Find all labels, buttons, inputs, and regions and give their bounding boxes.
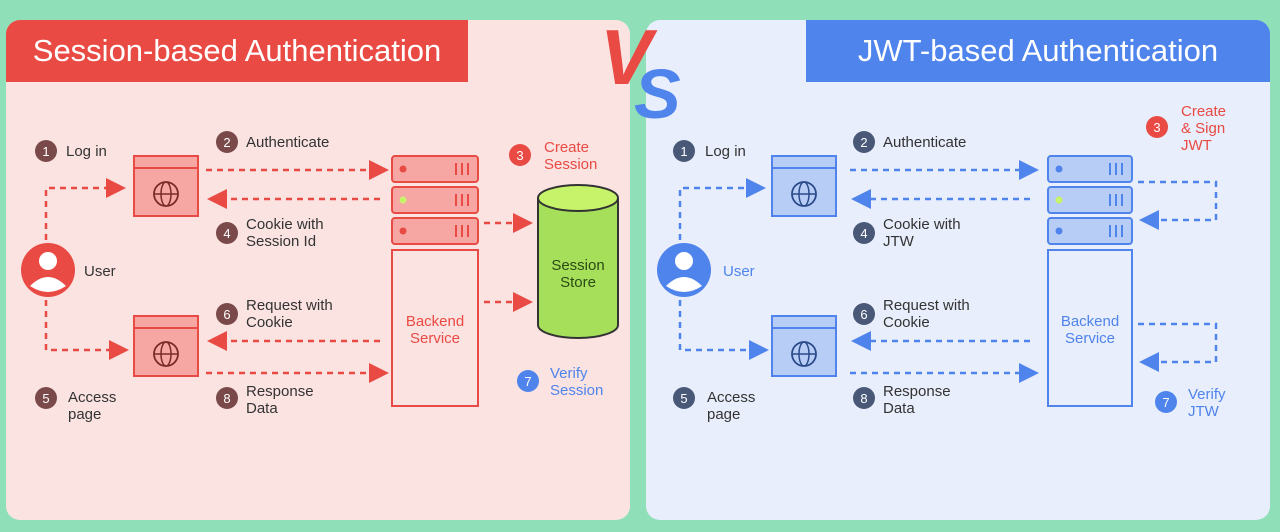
svg-text:Authenticate: Authenticate (246, 134, 329, 151)
svg-text:Cookie: Cookie (883, 314, 930, 331)
svg-text:8: 8 (860, 391, 867, 406)
svg-text:Cookie: Cookie (246, 314, 293, 331)
step-5: 5 Access page (35, 387, 116, 423)
svg-text:Access: Access (707, 389, 755, 406)
svg-text:6: 6 (860, 307, 867, 322)
svg-text:Session: Session (544, 156, 597, 173)
svg-text:4: 4 (860, 226, 867, 241)
session-store-cylinder (537, 184, 619, 339)
step-1: 1 Log in (673, 140, 746, 162)
jwt-diagram: User (657, 103, 1226, 423)
user-label: User (84, 263, 116, 280)
user-icon (657, 243, 711, 297)
svg-text:Create: Create (1181, 103, 1226, 120)
vs-s-letter: S (634, 55, 681, 133)
server-stack (391, 155, 479, 245)
svg-text:page: page (68, 406, 101, 423)
svg-text:Response: Response (883, 383, 951, 400)
step-3: 3 Create & Sign JWT (1146, 103, 1226, 154)
session-diagram: User (21, 131, 619, 423)
user-login-arrow (44, 178, 126, 240)
create-sign-loop-arrow (1138, 180, 1218, 230)
step-3: 3 Create Session (509, 139, 597, 173)
backend-label-1: Backend (406, 313, 464, 330)
svg-text:3: 3 (516, 148, 523, 163)
backend-label-1: Backend (1061, 313, 1119, 330)
svg-text:Session Id: Session Id (246, 233, 316, 250)
user-access-arrow (678, 300, 769, 360)
svg-text:Access: Access (68, 389, 116, 406)
browser-window-top (133, 155, 199, 217)
svg-text:7: 7 (524, 374, 531, 389)
server-stack (1047, 155, 1133, 245)
svg-text:Data: Data (246, 400, 278, 417)
vs-logo: V S (600, 13, 700, 133)
svg-text:Create: Create (544, 139, 589, 156)
svg-text:3: 3 (1153, 120, 1160, 135)
session-panel: Session-based Authentication User (6, 20, 630, 520)
store-label-2: Store (560, 274, 596, 291)
user-access-arrow (44, 300, 129, 360)
svg-text:8: 8 (223, 391, 230, 406)
step-5: 5 Access page (673, 387, 755, 423)
backend-service-box (391, 249, 479, 407)
svg-text:JTW: JTW (883, 233, 915, 250)
svg-text:JTW: JTW (1188, 403, 1220, 420)
browser-window-bottom (771, 315, 837, 377)
svg-text:Authenticate: Authenticate (883, 134, 966, 151)
svg-text:7: 7 (1162, 395, 1169, 410)
step-6: 6 Request with Cookie (216, 297, 333, 331)
backend-label-2: Service (410, 330, 460, 347)
svg-text:Log in: Log in (705, 143, 746, 160)
svg-text:Session: Session (550, 382, 603, 399)
svg-text:Verify: Verify (1188, 386, 1226, 403)
svg-text:JWT: JWT (1181, 137, 1212, 154)
svg-text:& Sign: & Sign (1181, 120, 1225, 137)
backend-service-box (1047, 249, 1133, 407)
step-4: 4 Cookie with Session Id (216, 216, 324, 250)
svg-text:Data: Data (883, 400, 915, 417)
jwt-panel: JWT-based Authentication User (646, 20, 1270, 520)
svg-text:4: 4 (223, 226, 230, 241)
svg-text:Request with: Request with (246, 297, 333, 314)
svg-text:2: 2 (223, 135, 230, 150)
svg-text:Verify: Verify (550, 365, 588, 382)
verify-loop-arrow (1138, 322, 1218, 372)
svg-text:5: 5 (680, 391, 687, 406)
browser-window-top (771, 155, 837, 217)
user-login-arrow (678, 178, 766, 240)
step-1: 1 Log in (35, 140, 107, 162)
step-7: 7 Verify JTW (1155, 386, 1226, 420)
step-8: 8 Response Data (853, 383, 951, 417)
user-icon (21, 243, 75, 297)
session-title: Session-based Authentication (6, 20, 468, 82)
store-label-1: Session (551, 257, 604, 274)
backend-label-2: Service (1065, 330, 1115, 347)
step-8: 8 Response Data (216, 383, 314, 417)
svg-text:page: page (707, 406, 740, 423)
svg-text:6: 6 (223, 307, 230, 322)
browser-window-bottom (133, 315, 199, 377)
svg-text:Log in: Log in (66, 143, 107, 160)
step-7: 7 Verify Session (517, 365, 603, 399)
step-2: 2 Authenticate (853, 131, 966, 153)
svg-text:1: 1 (42, 144, 49, 159)
svg-text:Response: Response (246, 383, 314, 400)
step-6: 6 Request with Cookie (853, 297, 970, 331)
step-2: 2 Authenticate (216, 131, 329, 153)
svg-text:1: 1 (680, 144, 687, 159)
svg-text:Cookie with: Cookie with (246, 216, 324, 233)
jwt-title: JWT-based Authentication (806, 20, 1270, 82)
vs-v-letter: V (600, 13, 658, 101)
user-label: User (723, 263, 755, 280)
step-4: 4 Cookie with JTW (853, 216, 961, 250)
svg-text:2: 2 (860, 135, 867, 150)
svg-text:Cookie with: Cookie with (883, 216, 961, 233)
svg-text:5: 5 (42, 391, 49, 406)
svg-text:Request with: Request with (883, 297, 970, 314)
